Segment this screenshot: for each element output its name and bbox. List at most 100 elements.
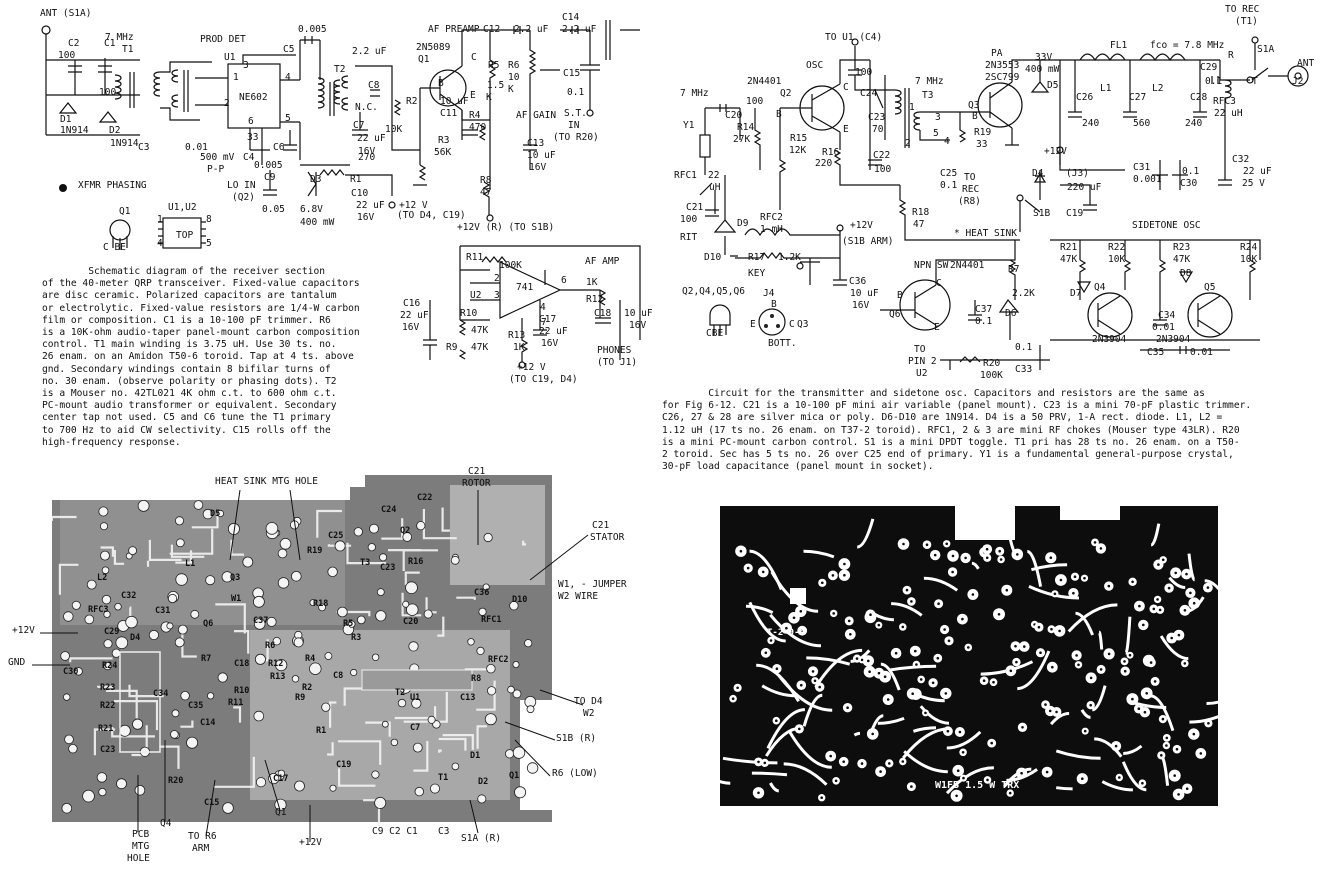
transmitter-part-label: C	[789, 319, 795, 330]
receiver-part-label: 270	[358, 152, 375, 163]
transmitter-part-label: R22	[1108, 242, 1125, 253]
receiver-part-label: 500 mV	[200, 152, 235, 163]
receiver-part-label: 22 uF	[357, 133, 386, 144]
transmitter-part-label: C35	[1147, 347, 1164, 358]
transmitter-part-label: C33	[1015, 364, 1032, 375]
layout-part-label: RFC2	[488, 655, 508, 665]
receiver-part-label: Q1	[418, 54, 430, 65]
receiver-part-label: D1	[60, 114, 72, 125]
transmitter-part-label: 100	[746, 96, 763, 107]
layout-part-label: R2	[302, 683, 312, 693]
transmitter-part-label: 0.01	[1190, 347, 1213, 358]
receiver-part-label: 400 mW	[300, 217, 335, 228]
layout-part-label: U1	[410, 693, 420, 703]
layout-part-label: R10	[234, 686, 249, 696]
transmitter-part-label: 70	[872, 124, 884, 135]
receiver-part-label: 2	[494, 273, 500, 284]
receiver-part-label: +12 V	[399, 200, 428, 211]
layout-part-label: RFC1	[481, 615, 501, 625]
transmitter-part-label: PIN 2	[908, 356, 937, 367]
receiver-part-label: 0.005	[298, 24, 327, 35]
receiver-part-label: C14	[562, 12, 579, 23]
layout-part-label: R7	[201, 654, 211, 664]
receiver-part-label: 0.1	[567, 87, 584, 98]
receiver-part-label: 2N5089	[416, 42, 451, 53]
receiver-part-label: R11	[466, 252, 483, 263]
layout-part-label: T1	[438, 773, 448, 783]
layout-callout-label: ROTOR	[462, 478, 491, 489]
receiver-part-label: B	[438, 78, 444, 89]
transmitter-part-label: 3	[935, 112, 941, 123]
receiver-part-label: NE602	[239, 92, 268, 103]
receiver-part-label: S.T.	[564, 108, 587, 119]
layout-callout-label: C9 C2 C1	[372, 826, 418, 837]
receiver-part-label: 100K	[499, 260, 522, 271]
receiver-part-label: 7 MHz	[105, 32, 134, 43]
transmitter-part-label: L2	[1152, 83, 1163, 94]
transmitter-part-label: 47	[913, 219, 924, 230]
receiver-part-label: C10	[351, 188, 368, 199]
layout-callout-label: Q1	[275, 807, 287, 818]
receiver-part-label: C2	[68, 38, 79, 49]
receiver-part-label: TOP	[176, 230, 193, 241]
transmitter-part-label: NPN SW	[914, 260, 949, 271]
receiver-part-label: +12 V	[517, 362, 546, 373]
transmitter-part-label: CBE	[706, 328, 723, 339]
receiver-part-label: 2.2 uF	[514, 24, 549, 35]
transmitter-part-label: 7 MHz	[680, 88, 709, 99]
transmitter-part-label: uH	[709, 182, 721, 193]
transmitter-part-label: 22 uH	[1214, 108, 1243, 119]
transmitter-part-label: 0.1	[1015, 342, 1032, 353]
transmitter-part-label: R7	[1008, 264, 1019, 275]
transmitter-part-label: 0.1	[1205, 76, 1222, 87]
receiver-part-label: 100	[58, 50, 75, 61]
transmitter-part-label: 0.1	[975, 316, 992, 327]
layout-part-label: C20	[403, 617, 418, 627]
receiver-part-label: C	[471, 52, 477, 63]
transmitter-part-label: 0.1	[1182, 166, 1199, 177]
receiver-part-label: 10 uF	[440, 96, 469, 107]
transmitter-part-label: R21	[1060, 242, 1077, 253]
receiver-part-label: N.C.	[355, 102, 378, 113]
transmitter-part-label: 2	[905, 138, 911, 149]
transmitter-part-label: J2	[1292, 76, 1303, 87]
receiver-part-label: 470	[469, 122, 486, 133]
transmitter-part-label: S1A	[1257, 44, 1274, 55]
receiver-part-label: C18	[594, 308, 611, 319]
layout-part-label: R16	[408, 557, 423, 567]
receiver-part-label: 16V	[529, 162, 546, 173]
transmitter-schematic	[699, 36, 1309, 370]
receiver-part-label: C16	[403, 298, 420, 309]
transmitter-part-label: (J3)	[1066, 168, 1089, 179]
transmitter-part-label: 5	[933, 128, 939, 139]
receiver-part-label: 4	[157, 238, 163, 249]
transmitter-part-label: C26	[1076, 92, 1093, 103]
receiver-part-label: C17	[539, 314, 556, 325]
transmitter-part-label: 240	[1082, 118, 1099, 129]
transmitter-part-label: 1.2K	[778, 252, 801, 263]
transmitter-part-label: 2N3904	[1092, 334, 1127, 345]
receiver-part-label: U1	[224, 52, 236, 63]
layout-part-label: R6	[265, 641, 275, 651]
transmitter-part-label: C32	[1232, 154, 1249, 165]
receiver-part-label: 47K	[471, 342, 488, 353]
layout-part-label: C30	[63, 667, 78, 677]
receiver-part-label: C9	[264, 172, 276, 183]
transmitter-part-label: R20	[983, 358, 1000, 369]
transmitter-part-label: B	[897, 290, 903, 301]
layout-part-label: L2	[97, 573, 107, 583]
layout-part-label: R22	[100, 701, 115, 711]
transmitter-part-label: D9	[737, 218, 749, 229]
layout-callout-label: C21	[468, 466, 485, 477]
receiver-part-label: C BE	[103, 242, 126, 253]
layout-callout-label: TO R6	[188, 831, 217, 842]
transmitter-part-label: 47K	[1173, 254, 1190, 265]
receiver-part-label: U1,U2	[168, 202, 197, 213]
transmitter-part-label: R24	[1240, 242, 1257, 253]
transmitter-part-label: 100	[680, 214, 697, 225]
transmitter-part-label: TO U1 (C4)	[825, 32, 882, 43]
layout-part-label: C15	[204, 798, 219, 808]
transmitter-part-label: 1	[909, 102, 915, 113]
layout-part-label: C8	[333, 671, 343, 681]
